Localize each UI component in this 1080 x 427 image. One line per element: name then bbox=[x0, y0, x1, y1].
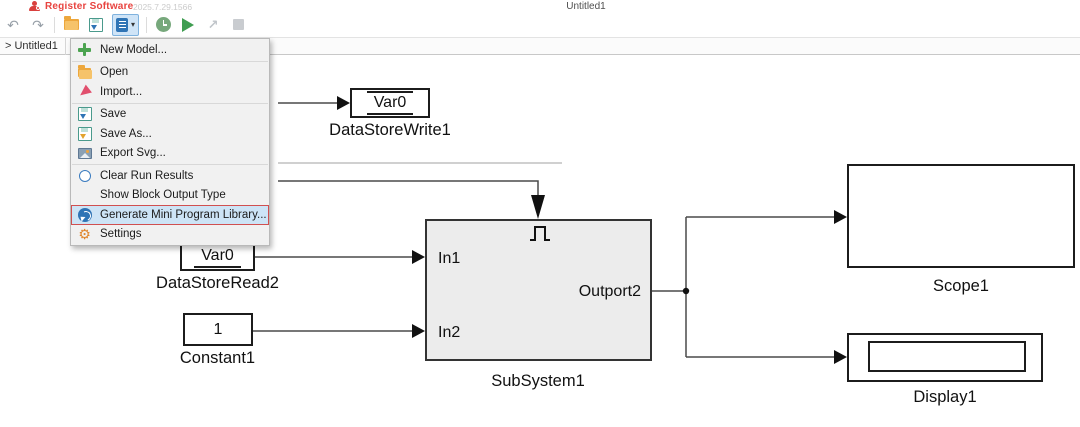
block-label-datastorewrite1: DataStoreWrite1 bbox=[329, 121, 451, 139]
block-display1[interactable] bbox=[847, 333, 1043, 382]
undo-button[interactable]: ↶ bbox=[4, 14, 22, 36]
constant-value: 1 bbox=[213, 320, 223, 338]
port-outport2: Outport2 bbox=[578, 283, 641, 300]
folder-icon bbox=[77, 64, 92, 80]
block-constant1[interactable]: 1 bbox=[183, 313, 253, 346]
block-scope1[interactable] bbox=[847, 164, 1075, 268]
stop-icon bbox=[232, 19, 244, 30]
clock-icon bbox=[155, 17, 171, 32]
undo-icon: ↶ bbox=[7, 16, 19, 33]
empty-icon-slot bbox=[77, 188, 92, 203]
plus-icon bbox=[77, 42, 92, 57]
main-toolbar: ↶ ↷ ▾ ↗ bbox=[0, 12, 1080, 38]
block-label-scope1: Scope1 bbox=[933, 277, 989, 295]
chevron-down-icon: ▾ bbox=[131, 19, 136, 29]
menu-separator bbox=[72, 102, 268, 104]
save-icon bbox=[77, 107, 92, 122]
title-bar: Register Software 2025.7.29.1566 Untitle… bbox=[0, 0, 1080, 12]
block-subsystem1[interactable]: In1 In2 Outport2 bbox=[425, 219, 652, 361]
open-button[interactable] bbox=[62, 14, 80, 36]
datastore-variable: Var0 bbox=[194, 244, 241, 268]
menu-separator bbox=[72, 60, 268, 62]
run-button[interactable] bbox=[179, 14, 197, 36]
menu-item-generate-mini-program-library[interactable]: Generate Mini Program Library... bbox=[71, 205, 269, 225]
export-run-button[interactable]: ↗ bbox=[204, 14, 222, 36]
toolbar-separator bbox=[54, 16, 55, 33]
document-title: Untitled1 bbox=[566, 1, 606, 12]
folder-icon bbox=[63, 16, 79, 30]
redo-button[interactable]: ↷ bbox=[29, 14, 47, 36]
app-title: Register Software bbox=[45, 1, 134, 12]
image-icon bbox=[77, 146, 92, 161]
user-register-icon[interactable] bbox=[29, 1, 40, 11]
trigger-pulse-icon bbox=[530, 226, 550, 241]
breadcrumb[interactable]: > Untitled1 bbox=[5, 40, 58, 52]
menu-item-clear-run-results[interactable]: Clear Run Results bbox=[71, 166, 269, 186]
block-label-display1: Display1 bbox=[913, 388, 977, 406]
menu-item-save-as[interactable]: Save As... bbox=[71, 124, 269, 144]
datastore-variable: Var0 bbox=[366, 91, 414, 115]
menu-separator bbox=[72, 164, 268, 165]
menu-item-import[interactable]: Import... bbox=[71, 82, 269, 102]
port-in1: In1 bbox=[438, 250, 461, 267]
menu-item-open[interactable]: Open bbox=[71, 63, 269, 83]
redo-icon: ↷ bbox=[32, 16, 44, 33]
save-icon bbox=[89, 17, 103, 32]
file-dropdown-menu: New Model... Open Import... Save Save As… bbox=[70, 38, 270, 246]
display-value-box bbox=[868, 341, 1026, 372]
block-label-constant1: Constant1 bbox=[179, 349, 256, 367]
menu-item-settings[interactable]: ⚙ Settings bbox=[78, 226, 142, 243]
tab-divider bbox=[65, 38, 66, 55]
save-button[interactable] bbox=[87, 14, 105, 36]
menu-item-save[interactable]: Save bbox=[71, 105, 269, 125]
user-badge-icon bbox=[36, 6, 40, 10]
block-label-datastoreread2: DataStoreRead2 bbox=[156, 274, 279, 292]
generate-icon bbox=[77, 207, 92, 222]
block-datastorewrite1[interactable]: Var0 bbox=[350, 88, 430, 118]
import-arrow-icon bbox=[77, 84, 92, 100]
app-version: 2025.7.29.1566 bbox=[133, 2, 193, 12]
play-icon bbox=[182, 17, 195, 32]
file-icon bbox=[116, 17, 128, 32]
block-label-subsystem1: SubSystem1 bbox=[491, 372, 585, 390]
external-link-icon: ↗ bbox=[207, 17, 219, 32]
circle-outline-icon bbox=[77, 168, 92, 183]
port-in2: In2 bbox=[438, 324, 461, 341]
menu-item-show-block-output-type[interactable]: Show Block Output Type bbox=[71, 186, 269, 206]
file-menu-button[interactable]: ▾ bbox=[112, 13, 140, 36]
menu-item-new-model[interactable]: New Model... bbox=[71, 40, 269, 60]
run-timer-button[interactable] bbox=[154, 14, 172, 36]
stop-button[interactable] bbox=[229, 14, 247, 36]
menu-item-export-svg[interactable]: Export Svg... bbox=[71, 144, 269, 164]
toolbar-separator bbox=[146, 16, 148, 33]
save-as-icon bbox=[77, 126, 92, 141]
tab-bar: > Untitled1 bbox=[0, 38, 1080, 55]
gear-icon: ⚙ bbox=[78, 226, 91, 243]
